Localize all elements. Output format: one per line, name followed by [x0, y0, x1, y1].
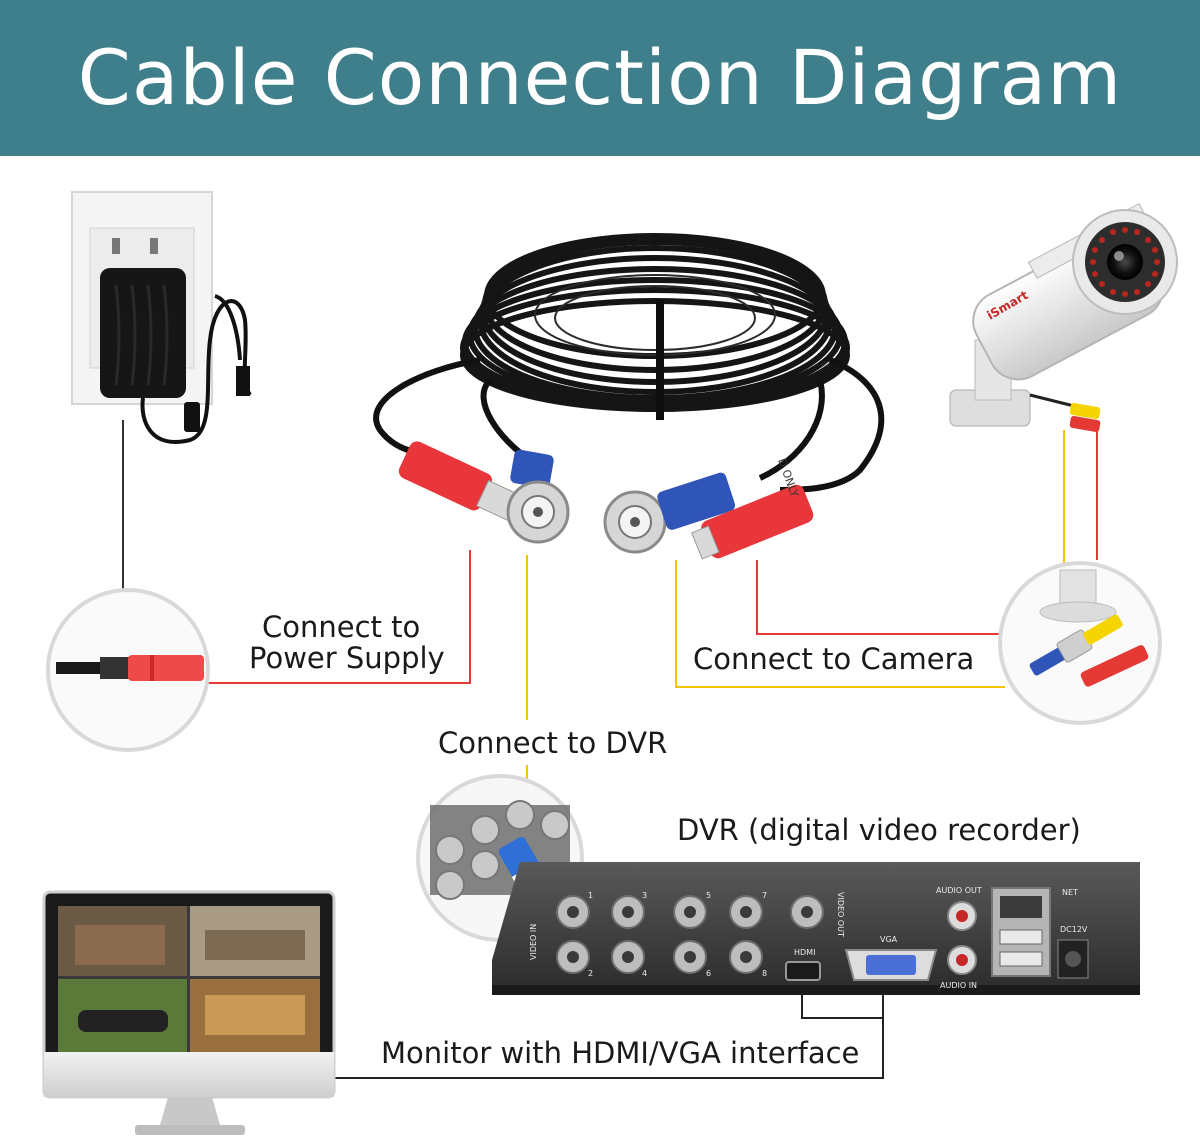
security-camera-illustration: iSmart	[949, 202, 1178, 433]
monitor-illustration	[42, 890, 336, 1135]
net-label: NET	[1062, 888, 1078, 897]
channel-label-2: 2	[588, 969, 593, 978]
power-label-line1: Connect to	[262, 610, 421, 644]
video-out-label: VIDEO OUT	[836, 892, 845, 937]
camera-label: Connect to Camera	[693, 642, 975, 676]
camera-connector-zoom-circle	[998, 561, 1162, 725]
dvr-rear-panel: 1 2 3 4 5 6 7 8 VIDEO IN VIDEO OUT HDMI …	[492, 862, 1140, 995]
page-title: Cable Connection Diagram	[77, 33, 1123, 122]
channel-label-4: 4	[642, 969, 647, 978]
channel-label-3: 3	[642, 891, 647, 900]
channel-label-6: 6	[706, 969, 711, 978]
channel-label-7: 7	[762, 891, 767, 900]
video-in-label: VIDEO IN	[529, 924, 538, 960]
dvr-name-label: DVR (digital video recorder)	[677, 813, 1081, 847]
monitor-label: Monitor with HDMI/VGA interface	[381, 1036, 860, 1070]
camera-power-line	[756, 430, 1098, 635]
dc12v-label: DC12V	[1060, 925, 1088, 934]
header-banner: Cable Connection Diagram	[0, 0, 1200, 156]
power-adapter-illustration	[71, 191, 252, 444]
audio-in-label: AUDIO IN	[940, 981, 977, 990]
power-label-line2: Power Supply	[249, 641, 445, 675]
hdmi-label: HDMI	[794, 948, 815, 957]
dvr-label: Connect to DVR	[438, 726, 668, 760]
bnc-cable-illustration: D ONLY	[373, 233, 885, 560]
power-plug-zoom-circle	[46, 588, 210, 752]
channel-label-8: 8	[762, 969, 767, 978]
channel-label-5: 5	[706, 891, 711, 900]
monitor-connection-lines	[333, 980, 884, 1079]
vga-label: VGA	[880, 935, 898, 944]
power-connection-line	[205, 550, 471, 684]
video-connection-lines	[526, 430, 1065, 790]
audio-out-label: AUDIO OUT	[936, 886, 982, 895]
channel-label-1: 1	[588, 891, 593, 900]
